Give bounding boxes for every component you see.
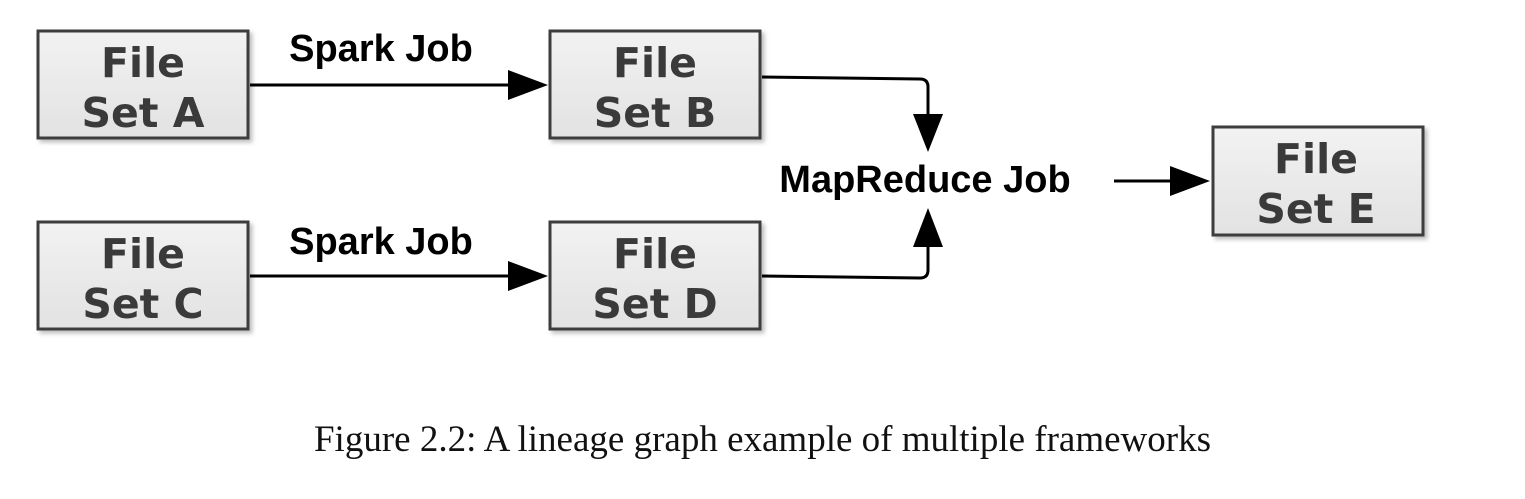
arrow-line: [761, 246, 930, 280]
node-file-set-b: File Set B: [548, 29, 762, 140]
edge-d-to-merge: [761, 208, 943, 280]
edge-a-to-b: Spark Job: [250, 28, 548, 100]
node-label-line1: File: [101, 230, 185, 278]
arrow-line: [761, 75, 930, 115]
arrowhead-right-icon: [508, 70, 548, 100]
node-file-set-e: File Set E: [1211, 125, 1425, 237]
node-label-line1: File: [613, 230, 697, 278]
node-label-line1: File: [1274, 135, 1358, 183]
node-label-line1: File: [101, 39, 185, 87]
node-file-set-c: File Set C: [36, 220, 250, 331]
edge-b-to-merge: [761, 75, 943, 152]
edge-label-spark-job: Spark Job: [289, 221, 473, 263]
node-file-set-a: File Set A: [36, 29, 250, 140]
edge-c-to-d: Spark Job: [250, 221, 548, 291]
node-label-line2: Set D: [592, 280, 717, 328]
node-box: [1211, 125, 1425, 237]
node-label-line2: Set E: [1256, 185, 1375, 233]
arrowhead-up-icon: [913, 208, 943, 247]
node-file-set-d: File Set D: [548, 220, 762, 331]
node-label-line2: Set B: [594, 89, 716, 137]
edge-label-mapreduce-job: MapReduce Job: [779, 159, 1070, 201]
node-box: [548, 220, 762, 331]
arrowhead-right-icon: [508, 261, 548, 291]
node-box: [36, 220, 250, 331]
node-box: [548, 29, 762, 140]
node-label-line2: Set C: [82, 280, 203, 328]
arrowhead-down-icon: [913, 114, 943, 152]
node-box: [36, 29, 250, 140]
edge-mapreduce-to-e: MapReduce Job: [779, 159, 1210, 201]
arrowhead-right-icon: [1170, 166, 1210, 196]
node-label-line1: File: [613, 39, 697, 87]
edge-label-spark-job: Spark Job: [289, 28, 473, 70]
figure-caption: Figure 2.2: A lineage graph example of m…: [313, 419, 1211, 460]
node-label-line2: Set A: [82, 89, 205, 137]
